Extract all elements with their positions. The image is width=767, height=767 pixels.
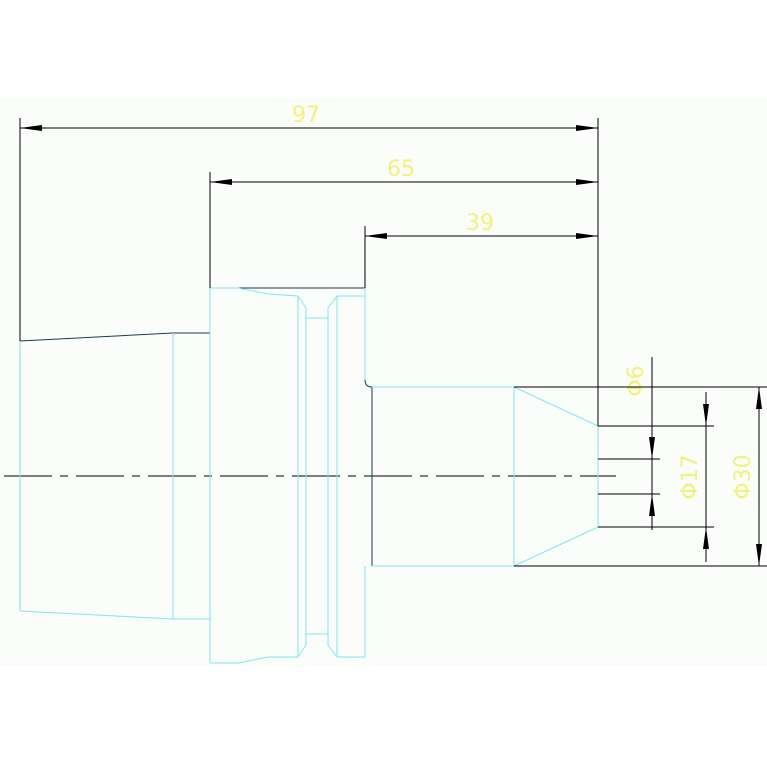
dimension-bore-large: Φ30: [514, 386, 767, 567]
dimension-bore-small: Φ6: [598, 357, 660, 530]
dimension-overall-length: 97: [19, 103, 599, 426]
dimension-short-length: 39: [364, 211, 598, 288]
dimension-text-97: 97: [292, 103, 320, 128]
dimension-bore-medium: Φ17: [598, 392, 714, 562]
dimension-text-65: 65: [387, 157, 415, 182]
shaft-part: [19, 287, 599, 664]
dimension-middle-length: 65: [209, 157, 598, 288]
dimension-text-39: 39: [466, 211, 494, 236]
dimension-text-d17: Φ17: [678, 454, 703, 499]
dimension-text-d6: Φ6: [624, 365, 649, 396]
dimension-text-d30: Φ30: [731, 454, 756, 499]
drawing-sheet: [0, 98, 767, 666]
